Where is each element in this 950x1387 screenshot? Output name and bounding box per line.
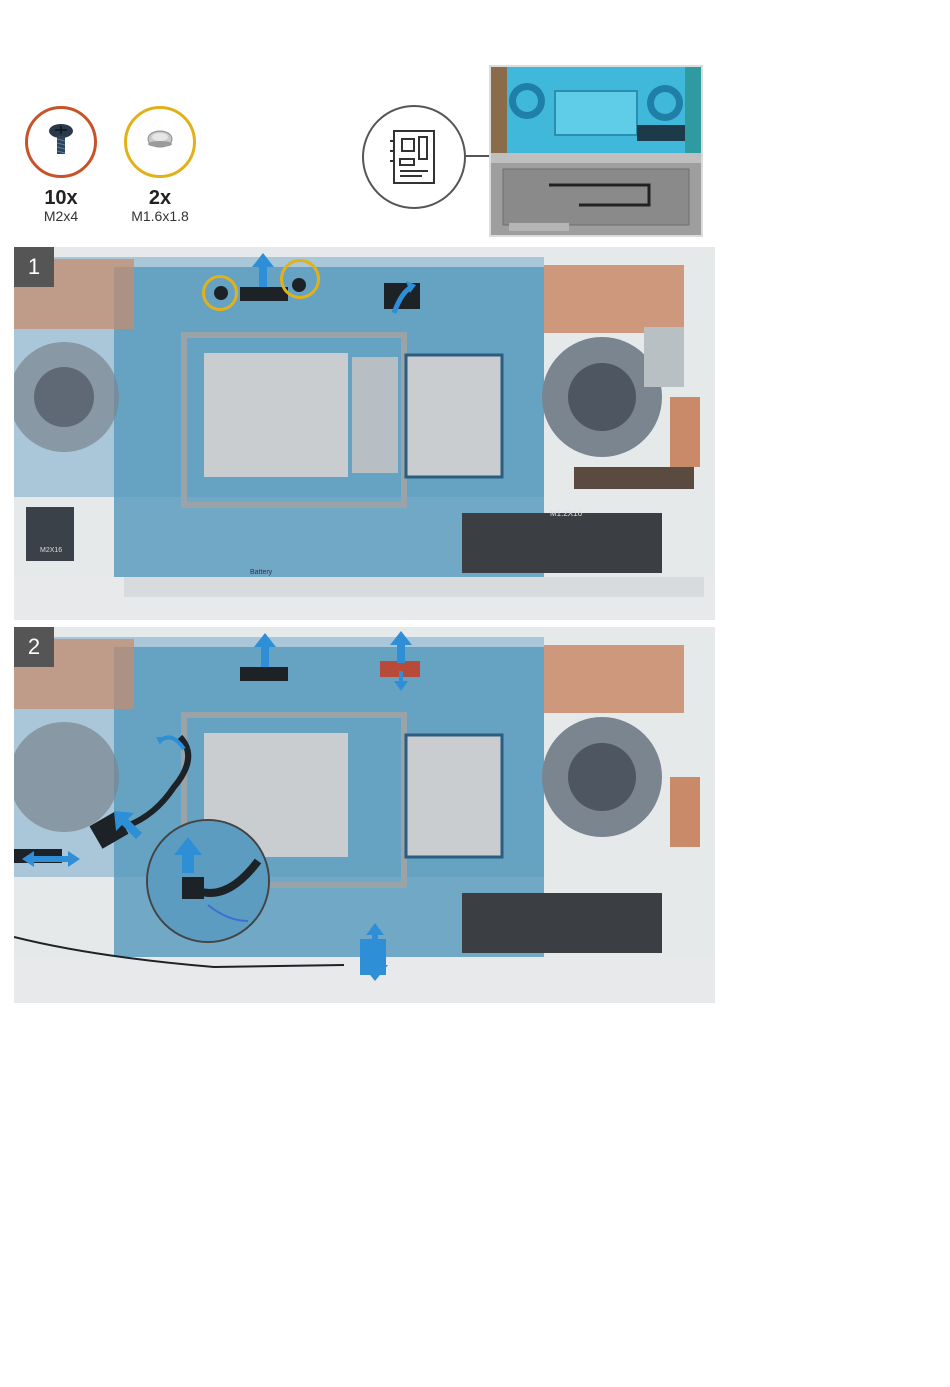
step-1-board-image [14,247,715,620]
screw-size-m2x4: M2x4 [16,208,106,224]
step-1-panel: 1 M1.2X16 M2X16 Battery [14,247,715,620]
step-2-panel: 2 [14,627,715,1003]
double-arrow-icon [386,629,416,693]
screw-highlight-right [280,259,320,299]
laptop-overview-image [489,65,703,237]
screw-size-m1.6x1.8: M1.6x1.8 [115,208,205,224]
screw-count-m2x4: 10x [16,187,106,210]
phillips-screw-icon [28,109,94,175]
system-board-icon [364,107,464,207]
flat-screw-icon [127,109,193,175]
horizontal-double-arrow-icon [20,849,82,869]
label-battery: Battery [250,569,272,576]
zoom-callout [146,819,270,943]
curved-arrow-icon [154,727,190,757]
zoom-detail-image [148,821,268,941]
screw-highlight-left [202,275,238,311]
locator-circle [362,105,466,209]
bottom-double-arrow-icon [360,921,390,983]
label-m12x16: M1.2X16 [550,509,582,518]
step-1-badge: 1 [14,247,54,287]
lift-arrow-icon [248,251,278,291]
diagonal-arrow-icon [108,805,148,845]
label-m2x16: M2X16 [40,547,62,554]
lift-arrow-icon [250,631,280,671]
step-2-badge: 2 [14,627,54,667]
screw-count-m1.6x1.8: 2x [115,187,205,210]
screw-ring-m2x4 [25,106,97,178]
screw-ring-m1.6x1.8 [124,106,196,178]
